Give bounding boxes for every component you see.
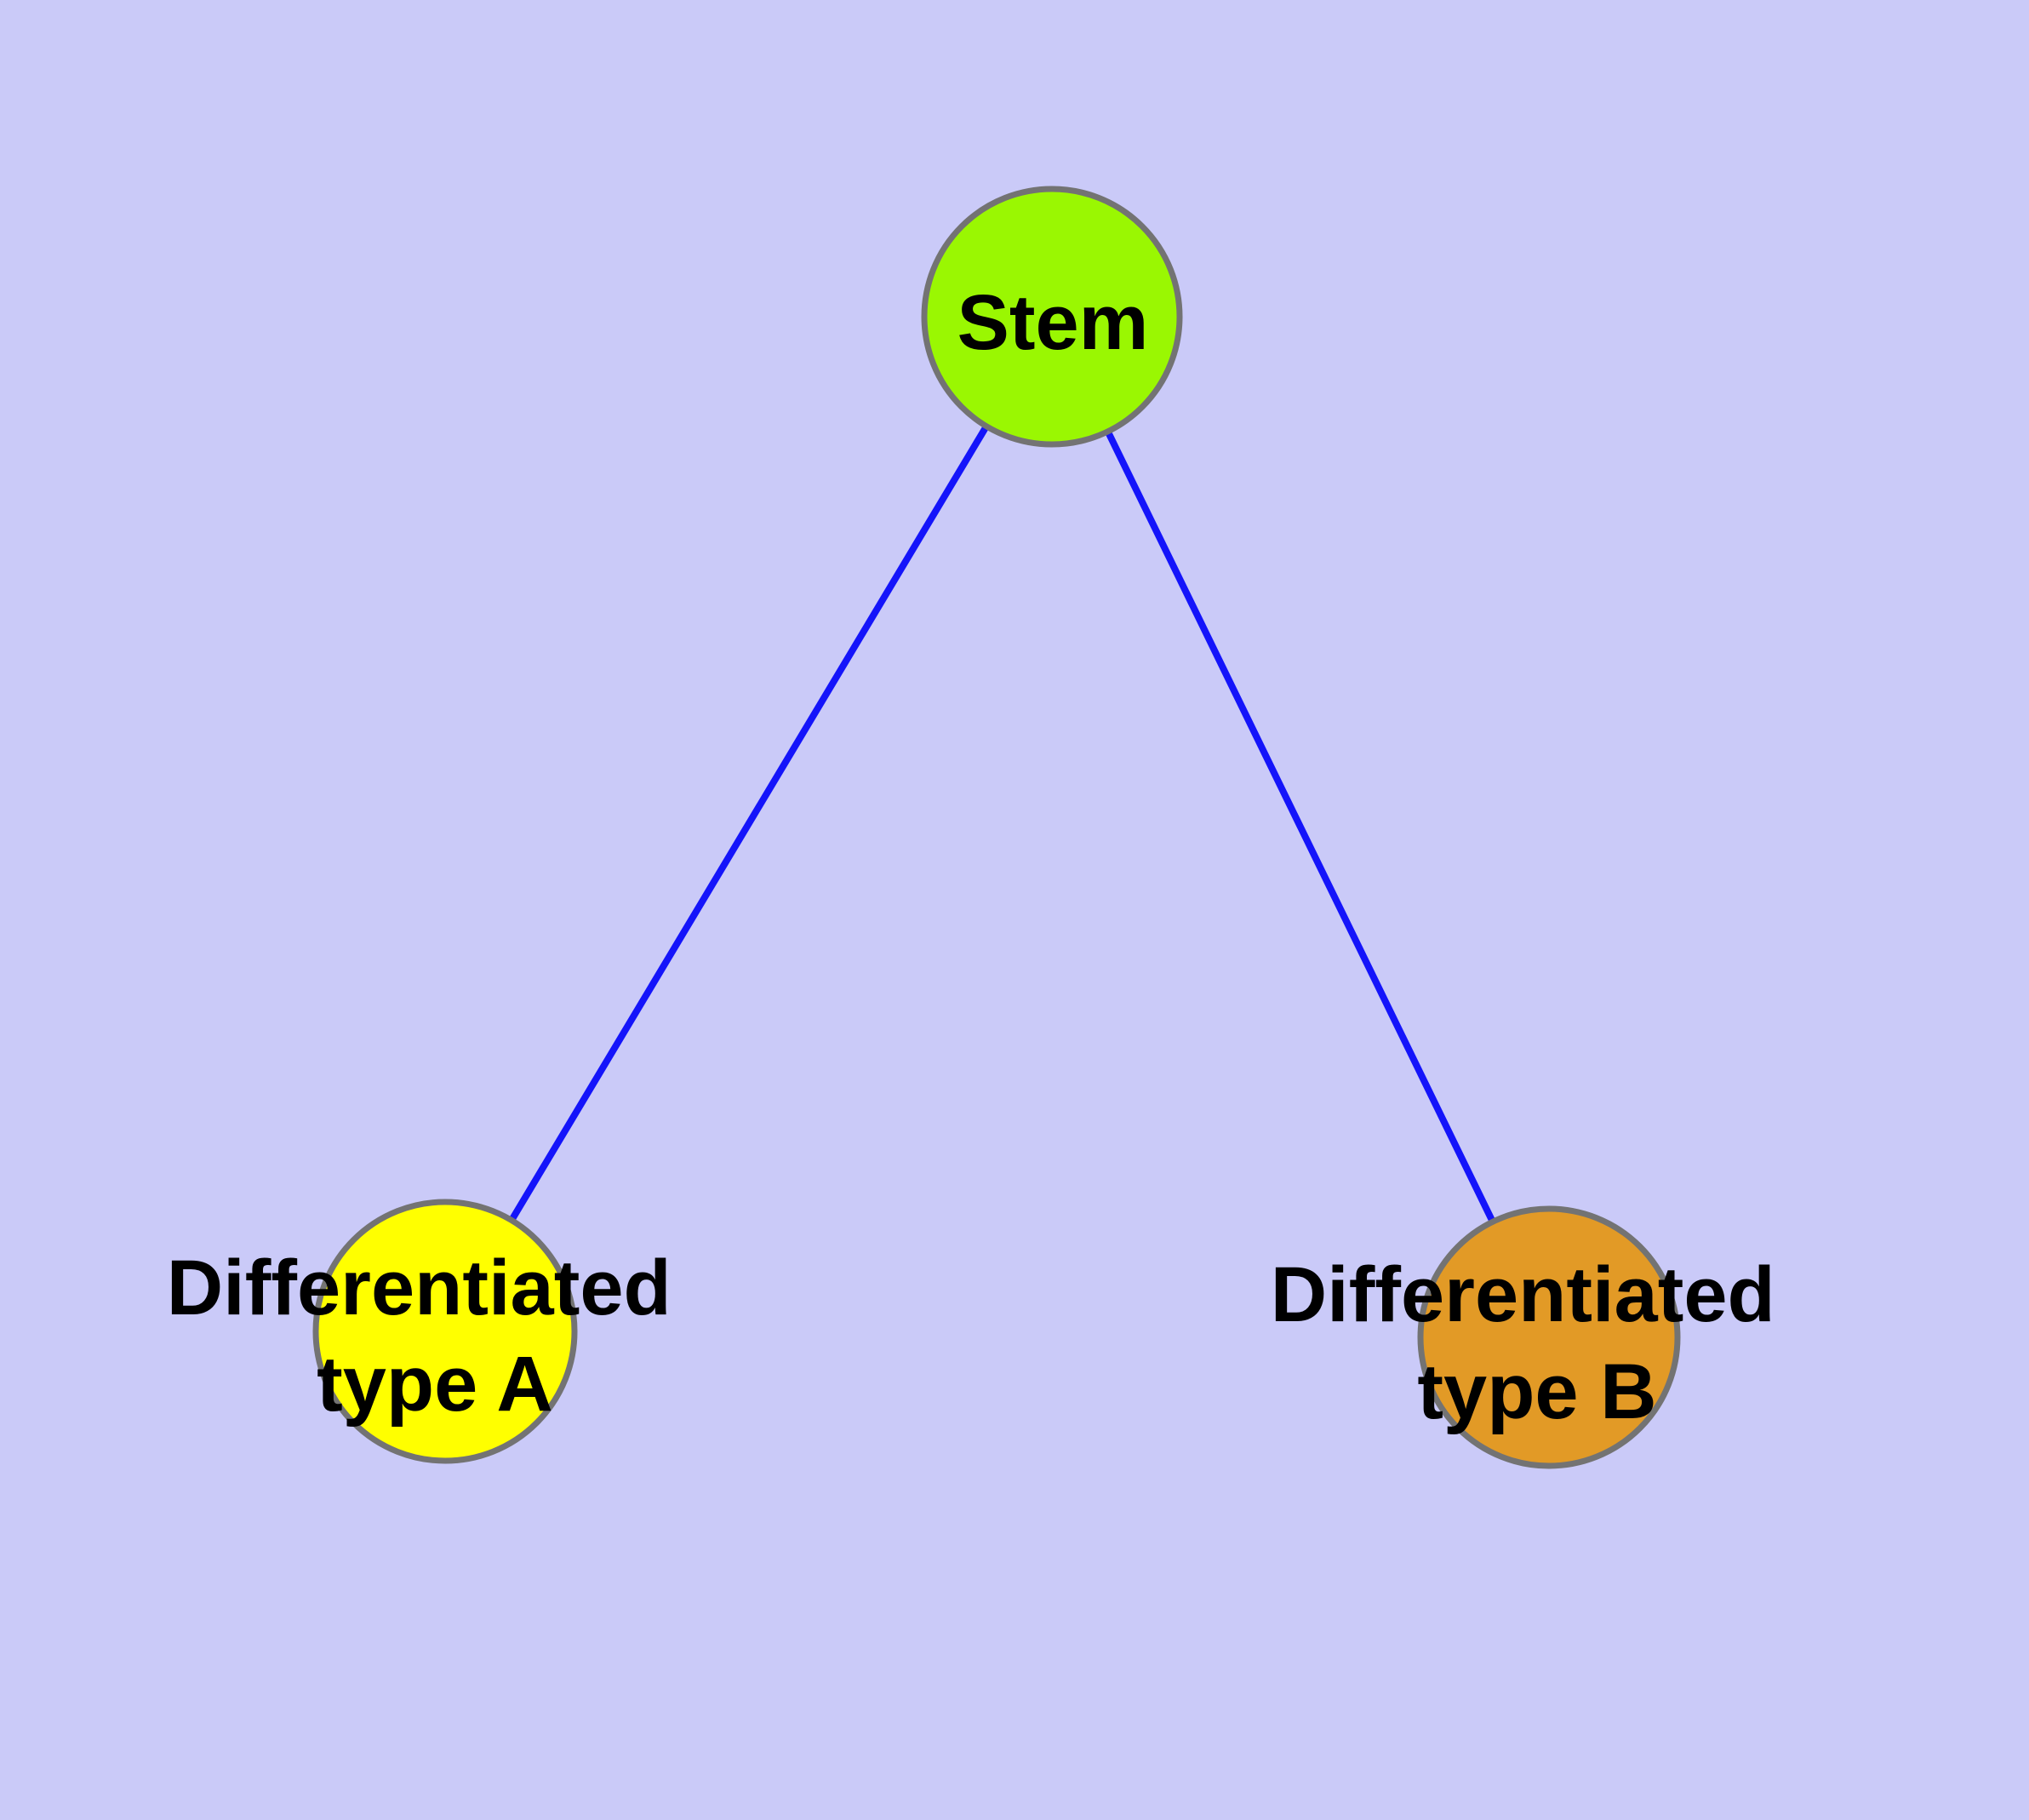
stem-node: [921, 186, 1183, 448]
stem-node-label: Stem: [957, 279, 1149, 366]
type-b-label-line2: type B: [1417, 1348, 1656, 1435]
type-a-node: [312, 1199, 578, 1464]
type-b-node: [1417, 1205, 1681, 1469]
type-b-label-line1: Differentiated: [1271, 1251, 1775, 1338]
type-a-node-label: Differentiated type A: [167, 1218, 694, 1428]
edge-stem-to-type-b: [1049, 313, 1552, 1341]
type-a-label-line1: Differentiated: [167, 1245, 672, 1331]
edge-stem-to-type-a: [442, 313, 1055, 1335]
type-b-node-label: Differentiated type B: [1271, 1225, 1798, 1435]
type-a-label-line2: type A: [317, 1341, 553, 1428]
